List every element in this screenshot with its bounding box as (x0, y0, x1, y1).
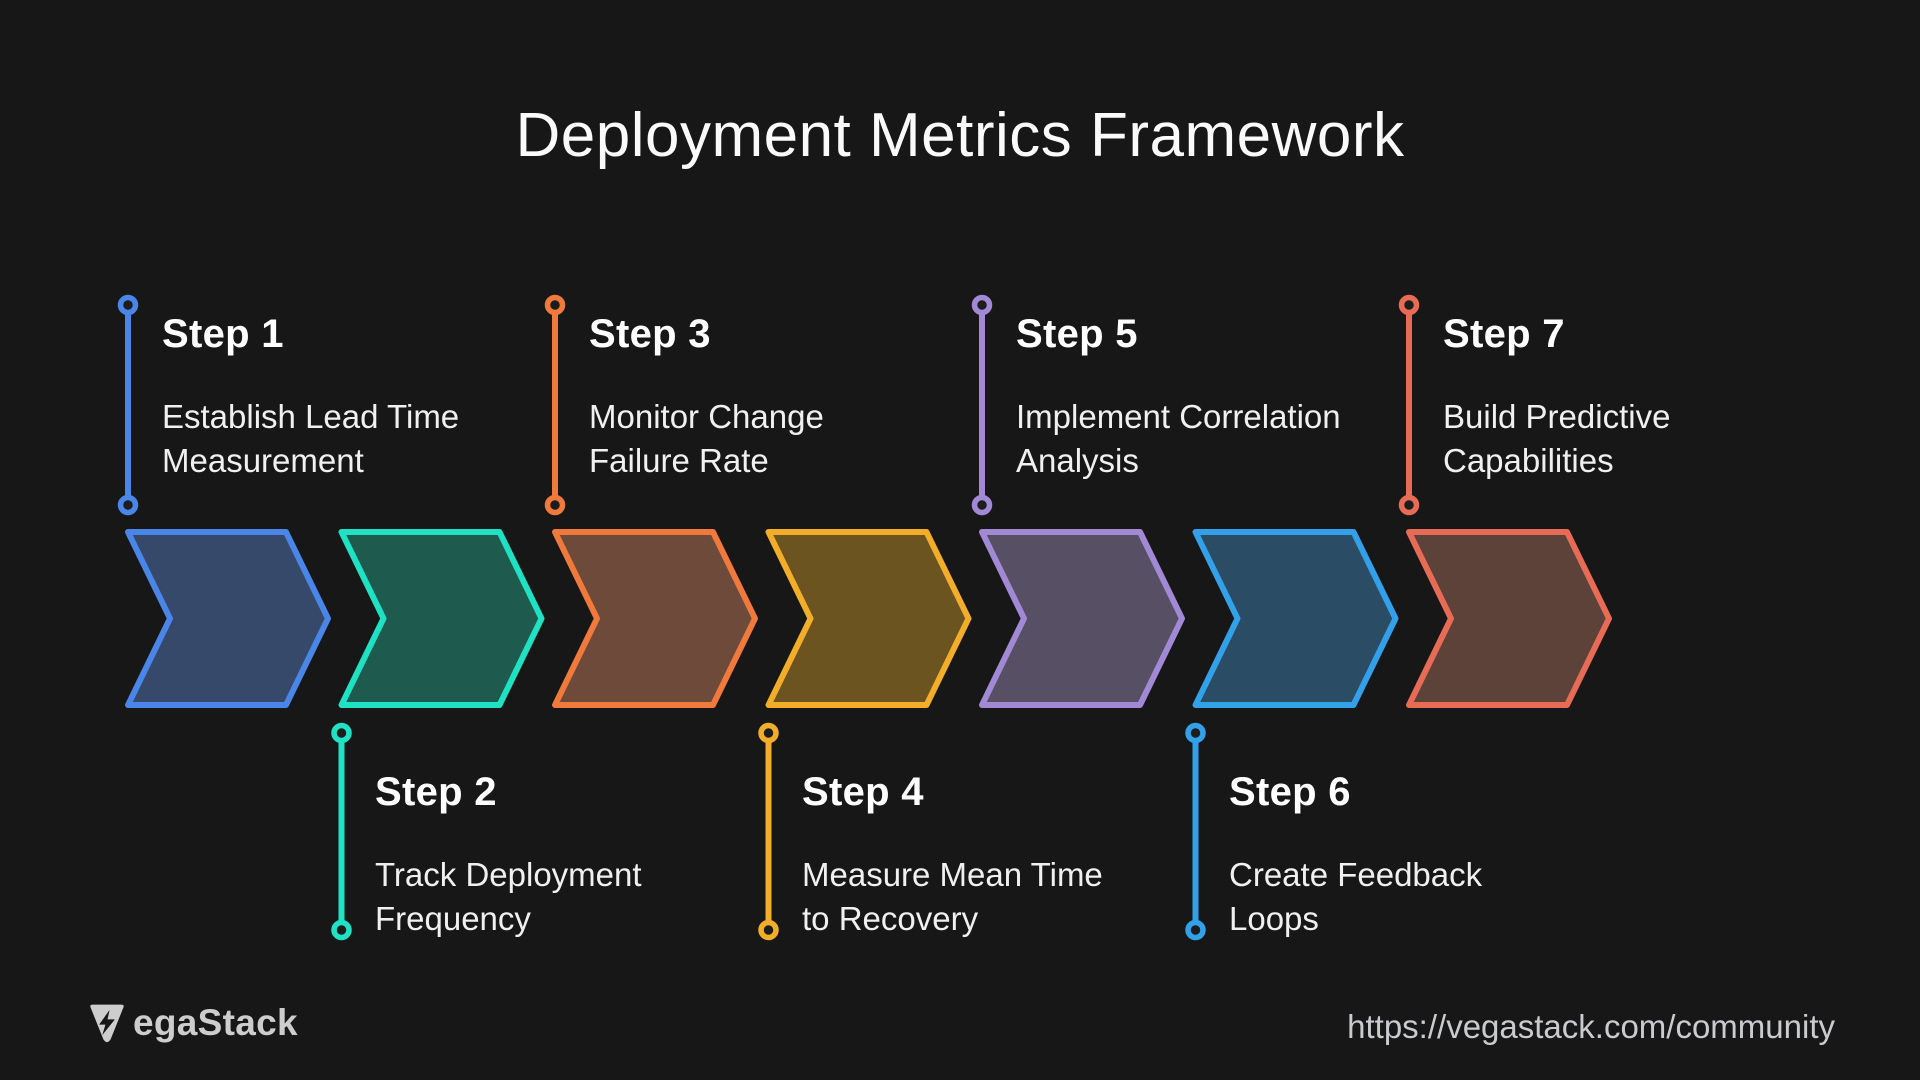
connector-dot (1398, 494, 1420, 516)
community-url: https://vegastack.com/community (1347, 1008, 1835, 1045)
step-1-label: Step 1 (162, 312, 284, 356)
brand-text: egaStack (133, 1002, 298, 1043)
step-4-text: Step 4 Measure Mean Time to Recovery (802, 770, 1120, 940)
chevron-step-3 (552, 529, 758, 708)
vegastack-logo-icon (86, 1002, 128, 1044)
step-5-text: Step 5 Implement Correlation Analysis (1016, 312, 1348, 482)
step-2-label: Step 2 (375, 770, 497, 814)
chevron-step-2 (338, 529, 545, 708)
connector-dot (971, 294, 993, 316)
step-5-description: Implement Correlation Analysis (1016, 398, 1341, 479)
step-7-text: Step 7 Build Predictive Capabilities (1443, 312, 1723, 482)
step-2-text: Step 2 Track Deployment Frequency (375, 770, 675, 940)
connector-dot (1398, 294, 1420, 316)
connector-dot (117, 294, 139, 316)
chevron-step-5 (979, 529, 1185, 708)
step-4-description: Measure Mean Time to Recovery (802, 856, 1103, 937)
connector-dot (971, 494, 993, 516)
step-6-text: Step 6 Create Feedback Loops (1229, 770, 1509, 940)
step-7-description: Build Predictive Capabilities (1443, 398, 1671, 479)
connector-step-6 (1185, 722, 1206, 941)
connector-dot (544, 294, 566, 316)
step-1-description: Establish Lead Time Measurement (162, 398, 460, 479)
connector-step-3 (544, 294, 566, 516)
chevron-step-4 (765, 529, 972, 708)
connector-step-5 (971, 294, 993, 516)
chevron-step-1 (125, 529, 331, 708)
step-7-label: Step 7 (1443, 312, 1565, 356)
connector-dot (544, 494, 566, 516)
step-3-description: Monitor Change Failure Rate (589, 398, 824, 479)
step-6-label: Step 6 (1229, 770, 1351, 814)
connector-step-1 (117, 294, 139, 516)
connector-step-4 (758, 722, 779, 941)
vegastack-logo: egaStack (86, 1002, 298, 1044)
step-4-label: Step 4 (802, 770, 924, 814)
connector-step-7 (1398, 294, 1420, 516)
connector-dot (758, 919, 779, 941)
connector-dot (331, 722, 352, 744)
connector-dot (117, 494, 139, 516)
step-6-description: Create Feedback Loops (1229, 856, 1483, 937)
step-2-description: Track Deployment Frequency (375, 856, 642, 937)
connector-dot (758, 722, 779, 744)
step-1-text: Step 1 Establish Lead Time Measurement (162, 312, 512, 482)
step-5-label: Step 5 (1016, 312, 1138, 356)
step-3-text: Step 3 Monitor Change Failure Rate (589, 312, 869, 482)
page-title: Deployment Metrics Framework (515, 101, 1405, 170)
connector-dot (1185, 919, 1206, 941)
chevron-step-7 (1406, 529, 1612, 708)
connector-step-2 (331, 722, 352, 941)
chevron-step-6 (1192, 529, 1399, 708)
connector-dot (1185, 722, 1206, 744)
connector-dot (331, 919, 352, 941)
step-3-label: Step 3 (589, 312, 711, 356)
